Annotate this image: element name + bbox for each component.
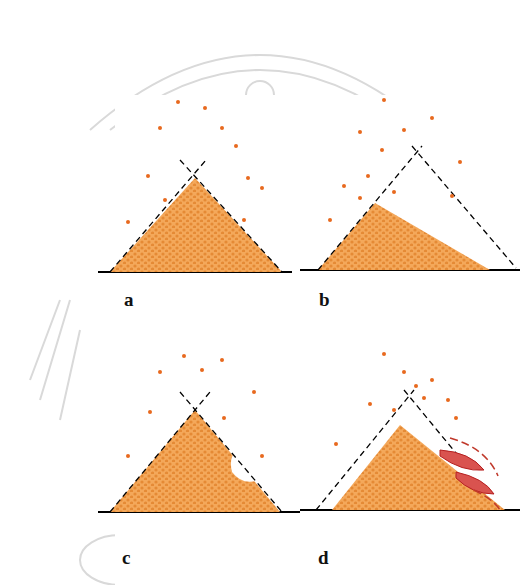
panel-label: b xyxy=(319,290,330,309)
panel-label: a xyxy=(124,290,134,309)
panel-label: d xyxy=(318,548,329,567)
panel-label: c xyxy=(122,548,130,567)
